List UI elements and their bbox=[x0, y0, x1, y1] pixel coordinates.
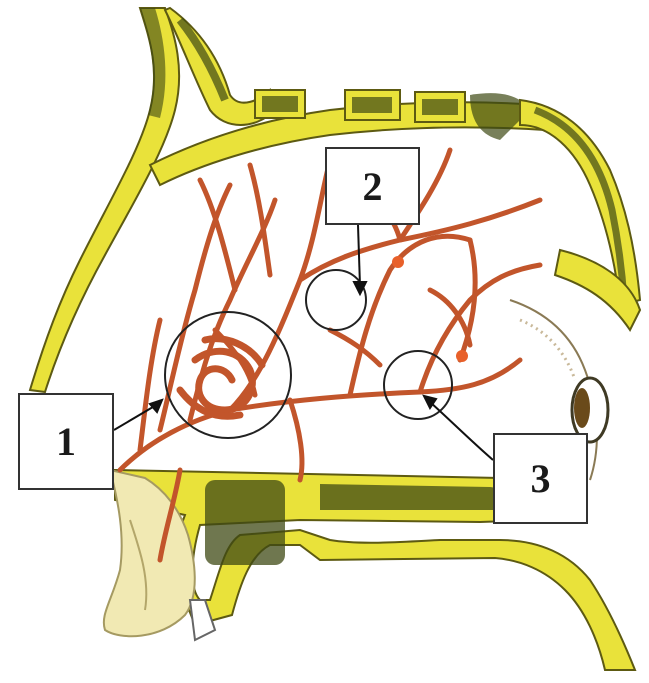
zone-circle-2 bbox=[306, 270, 366, 330]
arrow-3-line bbox=[430, 402, 493, 460]
label-box-1: 1 bbox=[18, 393, 114, 490]
arrow-2-line bbox=[358, 225, 360, 286]
vessel-nodes bbox=[392, 256, 468, 362]
sphenoid-bone bbox=[520, 100, 640, 330]
label-2-text: 2 bbox=[363, 163, 383, 210]
arrow-1-line bbox=[114, 404, 158, 430]
label-3-text: 3 bbox=[531, 455, 551, 502]
label-1-text: 1 bbox=[56, 418, 76, 465]
zone-circle-3 bbox=[384, 351, 452, 419]
arrow-1-head bbox=[150, 400, 162, 412]
pointer-arrows bbox=[114, 225, 493, 460]
label-box-2: 2 bbox=[325, 147, 420, 225]
label-box-3: 3 bbox=[493, 433, 588, 524]
